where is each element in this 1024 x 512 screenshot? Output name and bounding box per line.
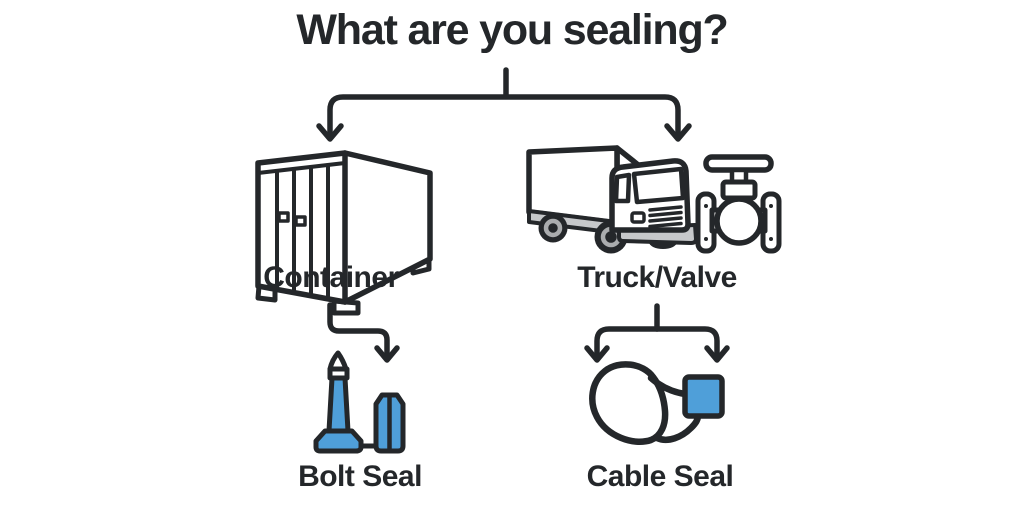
container-icon bbox=[255, 150, 433, 316]
cable-loop bbox=[589, 361, 669, 445]
container-to-bolt-arrow bbox=[327, 302, 400, 363]
container-door-lines bbox=[275, 163, 330, 300]
truck-side-window bbox=[613, 172, 632, 204]
cable-lock-body bbox=[682, 374, 725, 419]
truck-windshield bbox=[631, 166, 686, 205]
bolt-base bbox=[313, 428, 364, 454]
truck-grille bbox=[648, 205, 683, 229]
label-truck-valve: Truck/Valve bbox=[577, 261, 737, 294]
truck-headlight bbox=[630, 211, 646, 224]
bolt-shaft bbox=[326, 375, 351, 434]
label-cable-seal: Cable Seal bbox=[586, 460, 734, 493]
valve-body bbox=[714, 196, 764, 246]
page-title: What are you sealing? bbox=[296, 6, 728, 54]
truck-icon bbox=[526, 145, 698, 254]
container-door-handles bbox=[277, 211, 307, 227]
valve-bonnet bbox=[720, 179, 758, 201]
bolt-seal-icon bbox=[313, 350, 406, 454]
label-container: Container bbox=[263, 261, 399, 294]
valve-icon bbox=[695, 154, 782, 254]
truckvalve-to-cable-arrow bbox=[584, 303, 730, 363]
cable-seal-icon bbox=[589, 361, 725, 445]
truck-rear-wheel-icon bbox=[538, 213, 568, 243]
label-bolt-seal: Bolt Seal bbox=[298, 460, 422, 493]
root-branch-arrow bbox=[316, 67, 692, 142]
